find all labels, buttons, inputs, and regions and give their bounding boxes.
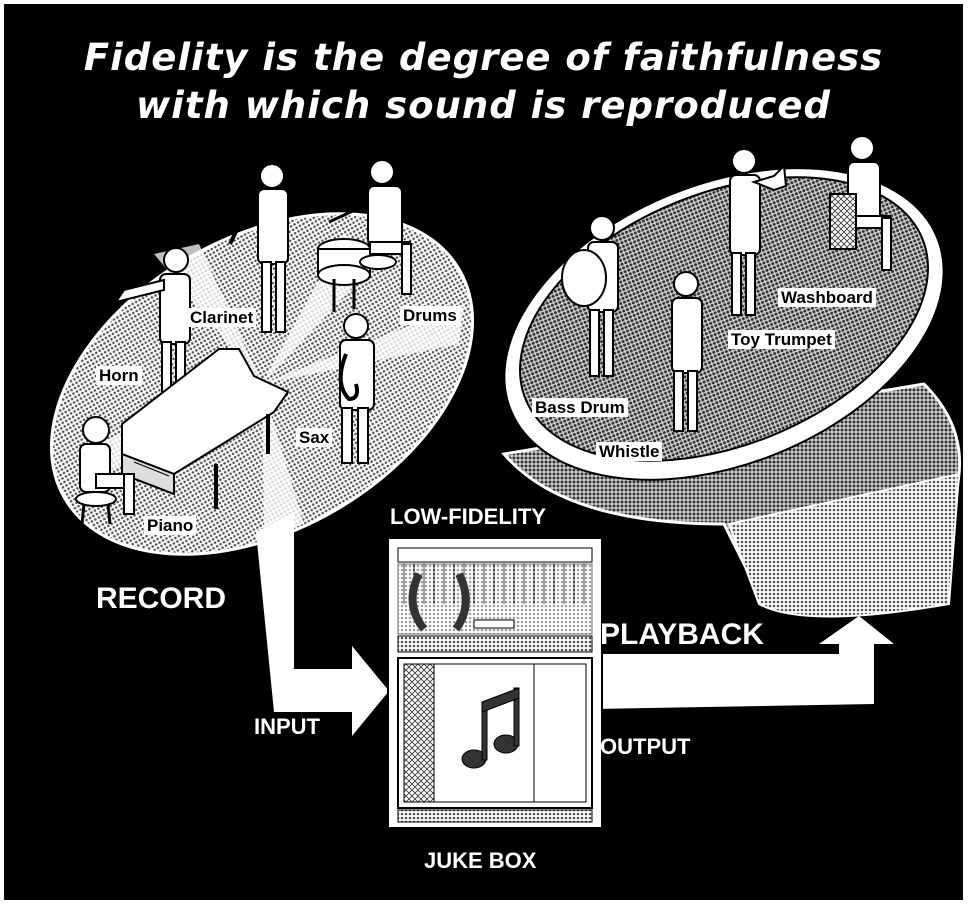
label-piano: Piano bbox=[144, 516, 196, 535]
jukebox-bottom-label: JUKE BOX bbox=[424, 848, 536, 874]
input-arrow bbox=[256, 512, 389, 736]
playback-label: PLAYBACK bbox=[600, 618, 764, 652]
label-washboard: Washboard bbox=[778, 288, 876, 307]
label-sax: Sax bbox=[296, 428, 332, 447]
input-label: INPUT bbox=[254, 714, 320, 740]
title-line-2: with which sound is reproduced bbox=[4, 84, 963, 127]
label-toy-trumpet: Toy Trumpet bbox=[728, 330, 835, 349]
diagram-artwork bbox=[4, 4, 963, 900]
title-line-1: Fidelity is the degree of faithfulness bbox=[4, 36, 963, 79]
illustration-panel: Fidelity is the degree of faithfulness w… bbox=[4, 4, 963, 900]
output-label: OUTPUT bbox=[600, 734, 690, 760]
record-label: RECORD bbox=[96, 582, 226, 616]
label-drums: Drums bbox=[400, 306, 460, 325]
label-horn: Horn bbox=[96, 366, 142, 385]
label-clarinet: Clarinet bbox=[187, 308, 256, 327]
jukebox-top-label: LOW-FIDELITY bbox=[390, 504, 546, 530]
jukebox-cabinet bbox=[388, 538, 602, 828]
label-whistle: Whistle bbox=[596, 442, 662, 461]
label-bass-drum: Bass Drum bbox=[532, 398, 628, 417]
